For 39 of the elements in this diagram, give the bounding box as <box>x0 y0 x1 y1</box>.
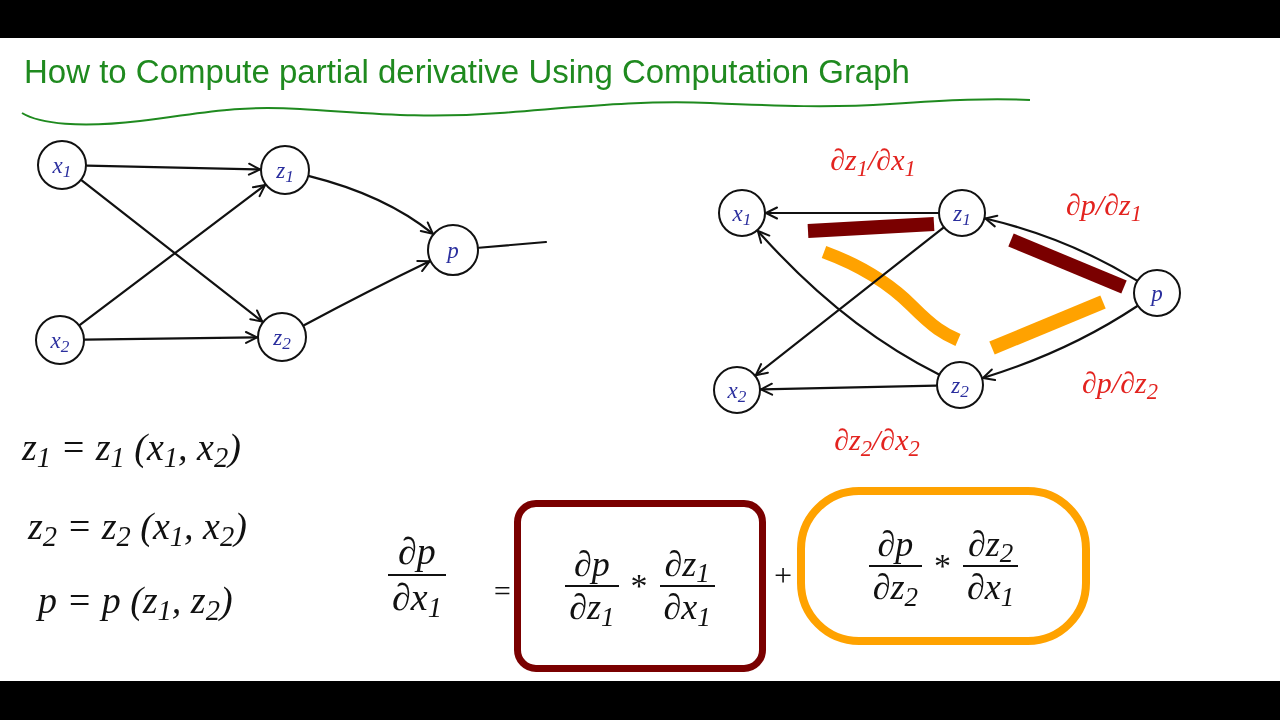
arrow <box>764 206 940 220</box>
node-label: x$_{1}$ <box>732 201 752 225</box>
multiply-sign: * <box>934 549 951 583</box>
node-label: x$_{1}$ <box>52 153 72 177</box>
fraction-numerator: ∂p <box>572 543 611 585</box>
arrow <box>984 214 1138 282</box>
node-label: x$_{2}$ <box>727 378 747 402</box>
title: How to Compute partial derivative Using Computation Graph <box>24 52 910 92</box>
node-label: x$_{2}$ <box>50 328 70 352</box>
fraction-denominator: ∂z$_{1}$ <box>568 587 616 629</box>
fraction-numerator: ∂p <box>397 530 437 574</box>
node-label: z$_{2}$ <box>951 373 969 397</box>
term-frame <box>797 487 1090 645</box>
fraction-numerator: ∂p <box>876 523 915 565</box>
fraction-denominator: ∂x$_{1}$ <box>391 575 443 620</box>
fraction-numerator: ∂z$_{2}$ <box>967 523 1015 565</box>
equation: p = p (z$_{1}$, z$_{2}$) <box>38 578 233 623</box>
node-label: z$_{1}$ <box>276 158 294 182</box>
fraction-denominator: ∂z$_{2}$ <box>871 567 919 609</box>
arrow <box>83 331 259 344</box>
node-label: z$_{2}$ <box>273 325 291 349</box>
multiply-sign: * <box>630 569 648 603</box>
connector-line <box>477 240 548 249</box>
node-label: p <box>447 238 459 262</box>
term-frame <box>514 500 766 672</box>
arrow <box>981 305 1139 381</box>
arrow <box>302 260 431 327</box>
fraction-denominator: ∂x$_{1}$ <box>966 567 1016 609</box>
equation: z$_{2}$ = z$_{2}$ (x$_{1}$, x$_{2}$) <box>28 504 247 549</box>
plus-sign: + <box>772 556 794 594</box>
node-label: z$_{1}$ <box>953 201 971 225</box>
node-label: p <box>1151 281 1163 305</box>
equation: z$_{1}$ = z$_{1}$ (x$_{1}$, x$_{2}$) <box>22 425 241 470</box>
arrow <box>759 382 938 396</box>
fraction-numerator: ∂z$_{1}$ <box>663 543 711 585</box>
fraction-denominator: ∂x$_{1}$ <box>662 587 712 629</box>
arrow <box>85 162 262 176</box>
equals-sign: = <box>492 573 513 609</box>
arrow <box>308 174 434 235</box>
